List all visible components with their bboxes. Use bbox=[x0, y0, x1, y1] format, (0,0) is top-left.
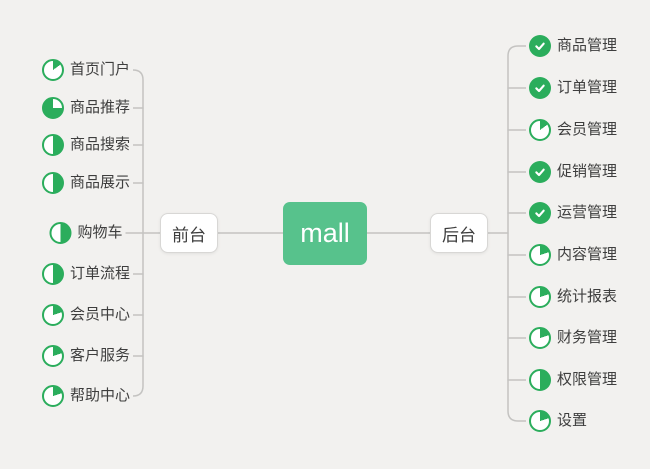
item-label: 帮助中心 bbox=[69, 387, 131, 404]
pie-progress-icon bbox=[41, 385, 64, 407]
mindmap-item-backend-0[interactable]: 商品管理 bbox=[526, 33, 621, 59]
item-label: 客户服务 bbox=[69, 347, 131, 364]
mindmap-item-backend-3[interactable]: 促销管理 bbox=[526, 159, 621, 185]
item-label: 订单流程 bbox=[69, 265, 131, 282]
item-label: 首页门户 bbox=[69, 61, 131, 78]
mindmap-item-frontend-8[interactable]: 帮助中心 bbox=[38, 383, 134, 409]
mindmap-item-backend-1[interactable]: 订单管理 bbox=[526, 75, 621, 101]
item-label: 权限管理 bbox=[557, 371, 618, 388]
mindmap-item-frontend-7[interactable]: 客户服务 bbox=[38, 343, 134, 369]
check-icon bbox=[529, 161, 551, 183]
branch-node-backend[interactable]: 后台 bbox=[430, 213, 488, 253]
item-label: 统计报表 bbox=[557, 288, 618, 305]
item-label: 促销管理 bbox=[557, 163, 618, 180]
pie-progress-icon bbox=[41, 134, 64, 156]
mindmap-item-backend-4[interactable]: 运营管理 bbox=[526, 200, 621, 226]
mindmap-item-backend-6[interactable]: 统计报表 bbox=[526, 284, 621, 310]
pie-progress-icon bbox=[529, 119, 551, 141]
mindmap-item-backend-8[interactable]: 权限管理 bbox=[526, 367, 621, 393]
pie-progress-icon bbox=[529, 410, 551, 432]
item-label: 设置 bbox=[557, 412, 588, 429]
pie-progress-icon bbox=[41, 304, 64, 326]
check-icon bbox=[529, 77, 551, 99]
item-label: 商品展示 bbox=[69, 174, 131, 191]
item-label: 商品推荐 bbox=[69, 99, 131, 116]
mindmap-item-frontend-2[interactable]: 商品搜索 bbox=[38, 132, 134, 158]
branch-node-frontend[interactable]: 前台 bbox=[160, 213, 218, 253]
mindmap-item-frontend-0[interactable]: 首页门户 bbox=[38, 57, 134, 83]
item-label: 商品搜索 bbox=[69, 136, 131, 153]
pie-progress-icon bbox=[529, 369, 551, 391]
pie-progress-icon bbox=[41, 97, 64, 119]
mindmap-item-frontend-6[interactable]: 会员中心 bbox=[38, 302, 134, 328]
pie-progress-icon bbox=[41, 263, 64, 285]
mindmap-item-backend-5[interactable]: 内容管理 bbox=[526, 242, 621, 268]
mindmap-item-frontend-4[interactable]: 购物车 bbox=[46, 220, 126, 246]
mindmap-item-backend-9[interactable]: 设置 bbox=[526, 408, 591, 434]
mindmap-item-backend-7[interactable]: 财务管理 bbox=[526, 325, 621, 351]
mindmap-item-frontend-1[interactable]: 商品推荐 bbox=[38, 95, 134, 121]
mindmap-item-backend-2[interactable]: 会员管理 bbox=[526, 117, 621, 143]
item-label: 运营管理 bbox=[557, 204, 618, 221]
pie-progress-icon bbox=[41, 345, 64, 367]
mindmap-item-frontend-3[interactable]: 商品展示 bbox=[38, 170, 134, 196]
check-icon bbox=[529, 35, 551, 57]
pie-progress-icon bbox=[49, 222, 72, 244]
pie-progress-icon bbox=[41, 59, 64, 81]
item-label: 会员管理 bbox=[557, 121, 618, 138]
check-icon bbox=[529, 202, 551, 224]
mindmap-item-frontend-5[interactable]: 订单流程 bbox=[38, 261, 134, 287]
pie-progress-icon bbox=[529, 327, 551, 349]
root-node-mall[interactable]: mall bbox=[283, 202, 367, 265]
item-label: 财务管理 bbox=[557, 329, 618, 346]
item-label: 购物车 bbox=[77, 224, 123, 241]
item-label: 会员中心 bbox=[69, 306, 131, 323]
pie-progress-icon bbox=[529, 244, 551, 266]
item-label: 订单管理 bbox=[557, 79, 618, 96]
item-label: 商品管理 bbox=[557, 37, 618, 54]
item-label: 内容管理 bbox=[557, 246, 618, 263]
pie-progress-icon bbox=[41, 172, 64, 194]
pie-progress-icon bbox=[529, 286, 551, 308]
